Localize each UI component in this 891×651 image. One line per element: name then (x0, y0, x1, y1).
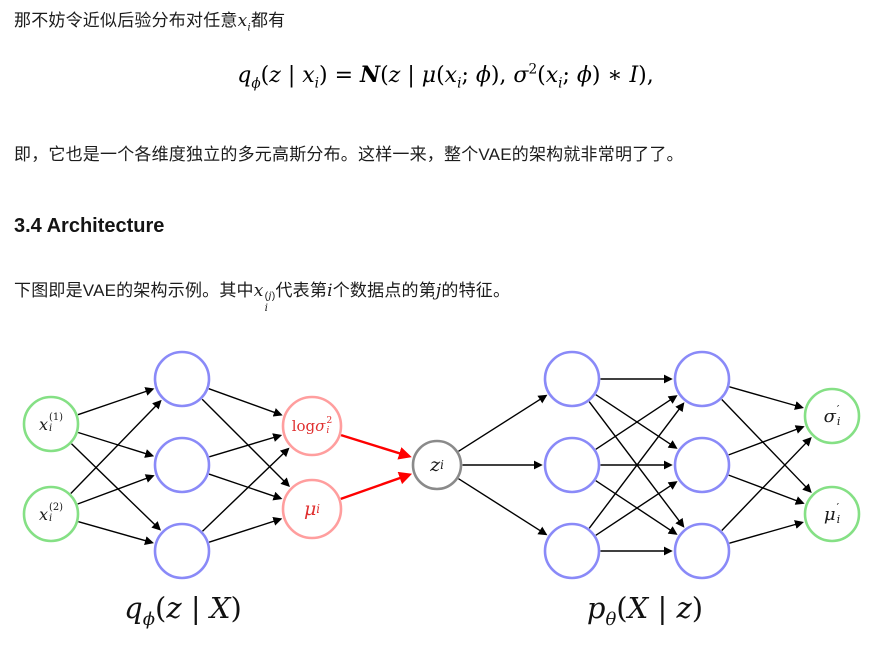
encoder-hidden-layer-to-latent-params-layer-edge (201, 398, 290, 488)
decoder-hidden-layer-2-to-output-layer-edge (729, 386, 804, 411)
decoder-hidden-layer-1-to-decoder-hidden-layer-2-edge (595, 480, 678, 536)
decoder-hidden-layer-2-node-1 (673, 350, 731, 408)
latent-params-layer-node-1 (281, 395, 343, 457)
paragraph-intro: 那不妨令近似后验分布对任意xi都有 (14, 11, 286, 34)
decoder-hidden-layer-2-node-3 (673, 522, 731, 580)
decoder-hidden-layer-1-node-2 (543, 436, 601, 494)
latent-params-layer-node-2 (281, 478, 343, 540)
encoder-hidden-layer-to-latent-params-layer-edge (202, 447, 290, 532)
decoder-caption: pθ(X | z) (586, 591, 704, 630)
encoder-hidden-layer-to-latent-params-layer-edge (208, 517, 283, 544)
encoder-hidden-layer-node-2 (153, 436, 211, 494)
decoder-hidden-layer-2-to-output-layer-edge (721, 399, 812, 494)
input-layer-to-encoder-hidden-layer-edge (77, 387, 155, 416)
decoder-hidden-layer-1-node-3 (543, 522, 601, 580)
encoder-hidden-layer-node-1 (153, 350, 211, 408)
latent-params-layer-to-latent-layer-edge (340, 434, 412, 460)
latent-layer-node-1 (411, 439, 463, 491)
decoder-hidden-layer-2-to-output-layer-edge (721, 437, 812, 532)
input-layer-to-encoder-hidden-layer-edge (77, 474, 155, 505)
latent-layer-to-decoder-hidden-layer-1-edge (458, 478, 548, 536)
latent-params-layer-to-latent-layer-edge (340, 472, 413, 501)
input-layer-to-encoder-hidden-layer-edge (71, 443, 161, 531)
decoder-hidden-layer-1-to-decoder-hidden-layer-2-edge (588, 401, 685, 528)
posterior-formula: qϕ(z | xi) = N(z | μ(xi; ϕ), σ2(xi; ϕ) ∗… (237, 62, 654, 92)
input-layer-to-encoder-hidden-layer-edge (70, 400, 162, 495)
latent-layer-to-decoder-hidden-layer-1-edge (458, 394, 548, 453)
decoder-hidden-layer-1-to-decoder-hidden-layer-2-edge (595, 481, 678, 537)
decoder-hidden-layer-2-to-output-layer-edge (728, 425, 805, 456)
paragraph-explanation: 即，它也是一个各维度独立的多元高斯分布。这样一来，整个VAE的架构就非常明了了。 (14, 145, 684, 165)
output-layer-node-2 (803, 485, 861, 543)
decoder-hidden-layer-2-node-2 (673, 436, 731, 494)
encoder-hidden-layer-node-3 (153, 522, 211, 580)
input-layer-to-encoder-hidden-layer-edge (77, 431, 155, 459)
decoder-hidden-layer-1-to-decoder-hidden-layer-2-edge (595, 395, 678, 451)
decoder-hidden-layer-2-to-output-layer-edge (729, 520, 804, 545)
encoder-hidden-layer-to-latent-params-layer-edge (208, 473, 283, 501)
encoder-hidden-layer-to-latent-params-layer-edge (209, 433, 283, 458)
encoder-hidden-layer-to-latent-params-layer-edge (208, 388, 283, 417)
input-layer-to-encoder-hidden-layer-edge (78, 521, 154, 546)
vae-network-svg (22, 350, 861, 580)
decoder-hidden-layer-1-to-decoder-hidden-layer-2-edge (588, 402, 685, 529)
encoder-caption: qϕ(z | X) (124, 591, 242, 630)
decoder-hidden-layer-2-to-output-layer-edge (728, 474, 805, 505)
input-layer-node-2 (22, 485, 80, 543)
input-layer-node-1 (22, 395, 80, 453)
section-heading: 3.4 Architecture (14, 214, 165, 237)
decoder-hidden-layer-1-node-1 (543, 350, 601, 408)
output-layer-node-1 (803, 387, 861, 445)
decoder-hidden-layer-1-to-decoder-hidden-layer-2-edge (595, 394, 678, 450)
